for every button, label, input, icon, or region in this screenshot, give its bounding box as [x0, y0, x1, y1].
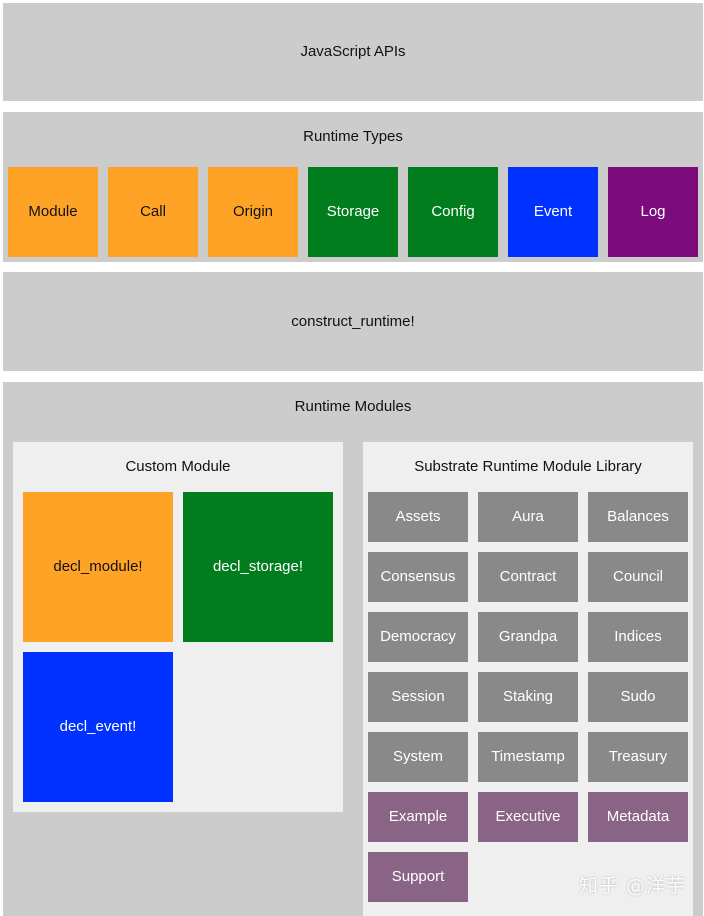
srml-module-aura: Aura — [478, 492, 578, 542]
runtime-type-label: Storage — [326, 203, 380, 221]
runtime-type-log: Log — [608, 167, 698, 257]
decl-storage-block: decl_storage! — [183, 492, 333, 642]
srml-module-system: System — [368, 732, 468, 782]
srml-module-label: Assets — [395, 508, 441, 526]
srml-module-label: Timestamp — [491, 748, 565, 766]
construct-runtime-layer: construct_runtime! — [3, 272, 703, 371]
runtime-type-label: Module — [28, 203, 78, 221]
watermark: 知乎 @洋芋 — [578, 875, 686, 897]
runtime-type-label: Origin — [232, 203, 273, 221]
srml-module-assets: Assets — [368, 492, 468, 542]
srml-module-council: Council — [588, 552, 688, 602]
runtime-type-label: Config — [431, 203, 475, 221]
runtime-type-label: Log — [640, 203, 666, 221]
custom-module-label: decl_storage! — [212, 558, 304, 576]
srml-module-label: Example — [388, 808, 448, 826]
runtime-types-title: Runtime Types — [303, 128, 403, 145]
srml-module-treasury: Treasury — [588, 732, 688, 782]
srml-module-label: Balances — [607, 508, 669, 526]
srml-module-grandpa: Grandpa — [478, 612, 578, 662]
srml-module-session: Session — [368, 672, 468, 722]
runtime-type-storage: Storage — [308, 167, 398, 257]
runtime-type-origin: Origin — [208, 167, 298, 257]
custom-module-title: Custom Module — [125, 458, 231, 475]
custom-module-label: decl_event! — [59, 718, 137, 736]
srml-module-label: Support — [391, 868, 445, 886]
srml-module-label: Sudo — [620, 688, 656, 706]
srml-module-label: Council — [612, 568, 664, 586]
srml-module-staking: Staking — [478, 672, 578, 722]
srml-module-metadata: Metadata — [588, 792, 688, 842]
javascript-apis-layer: JavaScript APIs — [3, 3, 703, 101]
srml-module-label: Staking — [502, 688, 554, 706]
decl-event-block: decl_event! — [23, 652, 173, 802]
runtime-type-config: Config — [408, 167, 498, 257]
runtime-type-event: Event — [508, 167, 598, 257]
decl-module-block: decl_module! — [23, 492, 173, 642]
srml-module-example: Example — [368, 792, 468, 842]
srml-title: Substrate Runtime Module Library — [414, 458, 642, 475]
runtime-type-module: Module — [8, 167, 98, 257]
srml-module-label: System — [392, 748, 443, 766]
srml-module-label: Consensus — [380, 568, 456, 586]
srml-module-executive: Executive — [478, 792, 578, 842]
srml-module-label: Democracy — [380, 628, 456, 646]
srml-module-sudo: Sudo — [588, 672, 688, 722]
srml-module-label: Treasury — [608, 748, 668, 766]
srml-module-balances: Balances — [588, 492, 688, 542]
javascript-apis-label: JavaScript APIs — [300, 43, 406, 60]
srml-module-label: Grandpa — [498, 628, 558, 646]
srml-module-support: Support — [368, 852, 468, 902]
runtime-type-call: Call — [108, 167, 198, 257]
srml-module-democracy: Democracy — [368, 612, 468, 662]
srml-module-indices: Indices — [588, 612, 688, 662]
srml-module-label: Executive — [495, 808, 561, 826]
custom-module-label: decl_module! — [53, 558, 143, 576]
srml-module-label: Session — [391, 688, 445, 706]
srml-module-label: Indices — [614, 628, 662, 646]
runtime-type-label: Event — [533, 203, 573, 221]
srml-module-label: Aura — [512, 508, 544, 526]
srml-module-timestamp: Timestamp — [478, 732, 578, 782]
srml-module-label: Metadata — [606, 808, 670, 826]
runtime-type-label: Call — [140, 203, 166, 221]
construct-runtime-label: construct_runtime! — [291, 313, 415, 330]
runtime-modules-title: Runtime Modules — [294, 398, 412, 415]
srml-module-consensus: Consensus — [368, 552, 468, 602]
srml-module-label: Contract — [499, 568, 557, 586]
srml-module-contract: Contract — [478, 552, 578, 602]
